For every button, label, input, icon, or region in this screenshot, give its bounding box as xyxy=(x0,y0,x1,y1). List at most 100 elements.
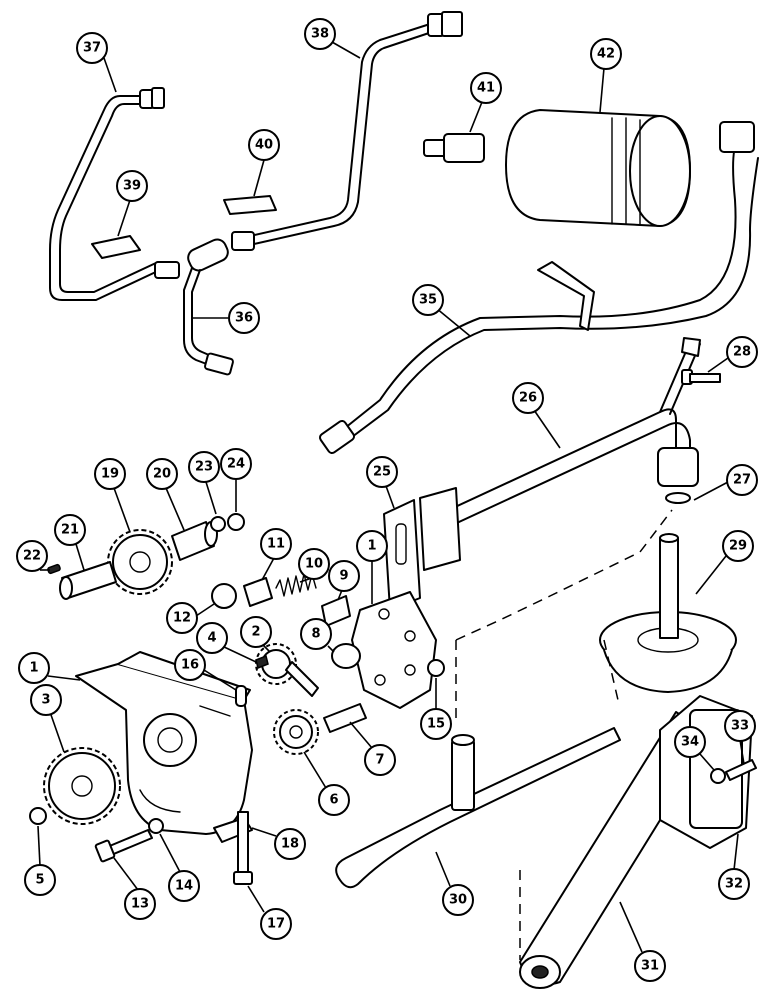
svg-text:42: 42 xyxy=(597,47,615,62)
callout-41: 41 xyxy=(470,72,502,104)
svg-text:29: 29 xyxy=(729,539,747,554)
callout-34: 34 xyxy=(674,726,706,758)
suction-pipe-26 xyxy=(419,337,701,571)
callouts: 37 38 42 41 40 39 36 35 28 26 27 25 xyxy=(16,18,758,982)
callout-5: 5 xyxy=(24,864,56,896)
callout-36: 36 xyxy=(228,302,260,334)
cover-plate xyxy=(351,591,437,709)
callout-42: 42 xyxy=(590,38,622,70)
gear-19 xyxy=(107,529,173,595)
spring-10 xyxy=(275,573,317,597)
callout-14: 14 xyxy=(168,870,200,902)
gear-2 xyxy=(255,643,319,697)
svg-text:27: 27 xyxy=(733,473,751,488)
svg-text:1: 1 xyxy=(367,539,376,554)
svg-text:16: 16 xyxy=(181,658,199,673)
o-ring-27 xyxy=(665,492,691,504)
callout-1-body: 1 xyxy=(18,652,50,684)
svg-text:6: 6 xyxy=(329,793,338,808)
callout-6: 6 xyxy=(318,784,350,816)
gear-6 xyxy=(273,709,319,755)
callout-33: 33 xyxy=(724,710,756,742)
suction-pipe-30 xyxy=(335,727,621,889)
callout-13: 13 xyxy=(124,888,156,920)
svg-text:17: 17 xyxy=(267,917,285,932)
svg-text:38: 38 xyxy=(311,27,329,42)
gasket-25 xyxy=(383,499,421,611)
callout-10: 10 xyxy=(298,548,330,580)
oil-pipe-37 xyxy=(49,87,180,301)
washer-34 xyxy=(710,768,726,784)
svg-text:25: 25 xyxy=(373,465,391,480)
callout-28: 28 xyxy=(726,336,758,368)
callout-4: 4 xyxy=(196,622,228,654)
union-connector xyxy=(187,238,229,272)
svg-text:3: 3 xyxy=(41,693,50,708)
bolt-17 xyxy=(233,811,253,885)
svg-text:30: 30 xyxy=(449,893,467,908)
callout-9: 9 xyxy=(328,560,360,592)
callout-2: 2 xyxy=(240,616,272,648)
callout-22: 22 xyxy=(16,540,48,572)
callout-21: 21 xyxy=(54,514,86,546)
callout-18: 18 xyxy=(274,828,306,860)
bolt-28 xyxy=(681,369,721,385)
nut-24 xyxy=(227,513,245,531)
callout-38: 38 xyxy=(304,18,336,50)
svg-text:11: 11 xyxy=(267,537,285,552)
washer-23 xyxy=(210,516,226,532)
clip-39 xyxy=(91,235,141,259)
svg-text:8: 8 xyxy=(311,627,320,642)
svg-text:22: 22 xyxy=(23,549,41,564)
callout-26: 26 xyxy=(512,382,544,414)
svg-text:37: 37 xyxy=(83,41,101,56)
svg-text:33: 33 xyxy=(731,719,749,734)
callout-11: 11 xyxy=(260,528,292,560)
bush-20 xyxy=(171,521,218,561)
drive-gear-3 xyxy=(43,747,121,825)
svg-text:39: 39 xyxy=(123,179,141,194)
svg-text:7: 7 xyxy=(375,753,384,768)
shaft-7 xyxy=(323,703,367,733)
bush-8 xyxy=(331,643,361,669)
callout-3: 3 xyxy=(30,684,62,716)
oil-pipe-36 xyxy=(183,267,234,376)
shaft-21 xyxy=(59,561,117,600)
svg-text:28: 28 xyxy=(733,345,751,360)
svg-text:1: 1 xyxy=(29,661,38,676)
nut-5 xyxy=(29,807,47,825)
svg-text:41: 41 xyxy=(477,81,495,96)
callout-15: 15 xyxy=(420,708,452,740)
callout-20: 20 xyxy=(146,458,178,490)
callout-29: 29 xyxy=(722,530,754,562)
callout-1-cover: 1 xyxy=(356,530,388,562)
callout-24: 24 xyxy=(220,448,252,480)
plug-12 xyxy=(211,583,237,609)
svg-text:15: 15 xyxy=(427,717,445,732)
callout-37: 37 xyxy=(76,32,108,64)
callout-17: 17 xyxy=(260,908,292,940)
svg-text:34: 34 xyxy=(681,735,699,750)
svg-text:9: 9 xyxy=(339,569,348,584)
svg-text:20: 20 xyxy=(153,467,171,482)
svg-text:26: 26 xyxy=(519,391,537,406)
svg-text:12: 12 xyxy=(173,611,191,626)
callout-39: 39 xyxy=(116,170,148,202)
svg-text:2: 2 xyxy=(251,625,260,640)
callout-12: 12 xyxy=(166,602,198,634)
callout-16: 16 xyxy=(174,649,206,681)
svg-text:5: 5 xyxy=(35,873,44,888)
svg-text:14: 14 xyxy=(175,879,193,894)
callout-35: 35 xyxy=(412,284,444,316)
callout-23: 23 xyxy=(188,451,220,483)
cap-11 xyxy=(243,577,273,607)
callout-40: 40 xyxy=(248,129,280,161)
callout-19: 19 xyxy=(94,458,126,490)
svg-text:21: 21 xyxy=(61,523,79,538)
svg-text:24: 24 xyxy=(227,457,245,472)
svg-text:32: 32 xyxy=(725,877,743,892)
key-4 xyxy=(255,654,269,670)
oil-filter-42 xyxy=(505,109,691,227)
callout-30: 30 xyxy=(442,884,474,916)
callout-32: 32 xyxy=(718,868,750,900)
